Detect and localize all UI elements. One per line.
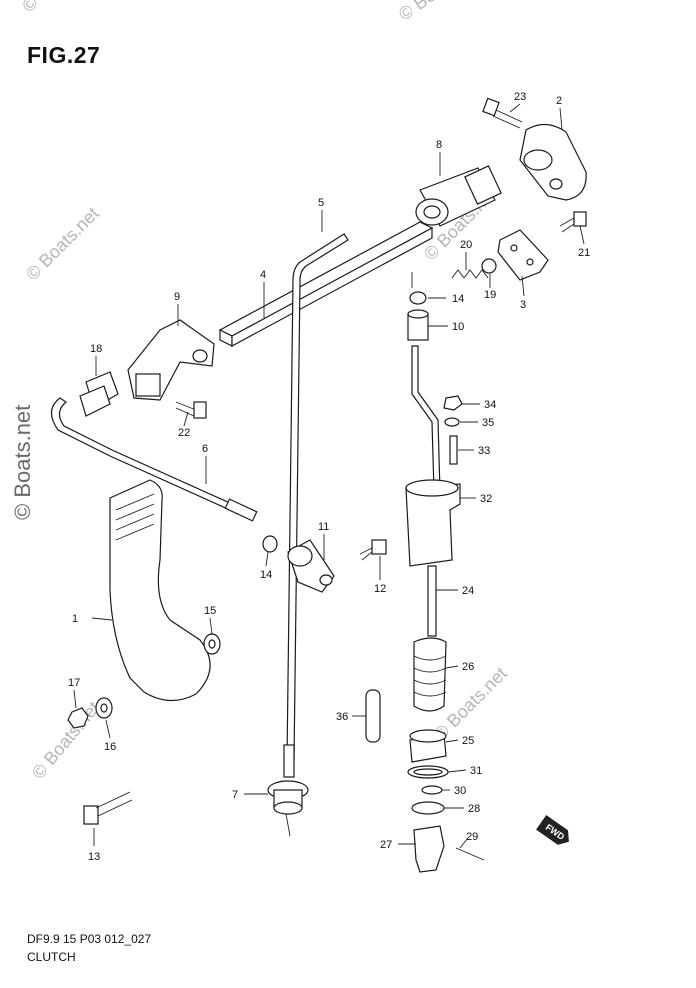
part-cam-27 bbox=[413, 825, 445, 873]
callout-34: 34 bbox=[484, 399, 496, 411]
part-clutch-handle bbox=[109, 479, 211, 702]
callout-30: 30 bbox=[454, 785, 466, 797]
part-guide-25 bbox=[409, 729, 447, 763]
callout-23: 23 bbox=[514, 91, 526, 103]
callout-33: 33 bbox=[478, 445, 490, 457]
callout-35: 35 bbox=[482, 417, 494, 429]
part-ball-19 bbox=[481, 258, 497, 274]
callout-26: 26 bbox=[462, 661, 474, 673]
callout-31: 31 bbox=[470, 765, 482, 777]
part-bolt-13 bbox=[83, 791, 133, 825]
part-washer-14-lower bbox=[262, 535, 278, 553]
part-connector-32 bbox=[405, 479, 461, 567]
part-link-rod bbox=[50, 397, 258, 522]
part-grommet bbox=[267, 780, 309, 837]
part-washer-28 bbox=[411, 801, 445, 815]
part-coupling bbox=[415, 165, 502, 227]
part-pin-36 bbox=[365, 689, 381, 743]
part-bolt-21 bbox=[559, 211, 587, 233]
oring-hole bbox=[413, 768, 443, 776]
part-bolt-12 bbox=[359, 539, 387, 561]
callout-32: 32 bbox=[480, 493, 492, 505]
part-boot-26 bbox=[413, 637, 447, 712]
callout-27: 27 bbox=[380, 839, 392, 851]
callout-10: 10 bbox=[452, 321, 464, 333]
callout-9: 9 bbox=[174, 291, 180, 303]
callout-24: 24 bbox=[462, 585, 474, 597]
callout-12: 12 bbox=[374, 583, 386, 595]
part-lever-bracket bbox=[127, 319, 215, 401]
part-bolt-22 bbox=[175, 401, 207, 419]
callout-13: 13 bbox=[88, 851, 100, 863]
part-bolt-23 bbox=[482, 97, 523, 129]
callout-14-upper: 14 bbox=[452, 293, 464, 305]
part-washer-30 bbox=[421, 785, 443, 795]
washer-hole bbox=[208, 639, 216, 649]
part-spring-20 bbox=[451, 269, 489, 279]
callout-1: 1 bbox=[72, 613, 78, 625]
part-pin-33 bbox=[449, 435, 458, 465]
callout-20: 20 bbox=[460, 239, 472, 251]
callout-36: 36 bbox=[336, 711, 348, 723]
part-shift-lever bbox=[519, 123, 587, 201]
callout-11: 11 bbox=[318, 521, 329, 533]
washer-hole bbox=[100, 703, 108, 713]
callout-8: 8 bbox=[436, 139, 442, 151]
callout-18: 18 bbox=[90, 343, 102, 355]
part-nut-17 bbox=[67, 707, 89, 729]
part-nut-34 bbox=[443, 395, 463, 411]
part-plate bbox=[497, 229, 549, 281]
callout-16: 16 bbox=[104, 741, 116, 753]
callout-6: 6 bbox=[202, 443, 208, 455]
callout-19: 19 bbox=[484, 289, 496, 301]
callout-17: 17 bbox=[68, 677, 80, 689]
callout-3: 3 bbox=[520, 299, 526, 311]
callout-29: 29 bbox=[466, 831, 478, 843]
part-washer-14-upper bbox=[409, 291, 427, 305]
part-washer-35 bbox=[444, 417, 460, 427]
figure-title: FIG.27 bbox=[27, 42, 101, 68]
part-shift-arm bbox=[287, 539, 335, 593]
callout-2: 2 bbox=[556, 95, 562, 107]
callout-22: 22 bbox=[178, 427, 190, 439]
callout-25: 25 bbox=[462, 735, 474, 747]
part-shift-shaft bbox=[218, 221, 434, 348]
callout-14-lower: 14 bbox=[260, 569, 272, 581]
part-shift-rod bbox=[283, 233, 349, 778]
part-pin-29 bbox=[455, 847, 485, 861]
callout-21: 21 bbox=[578, 247, 590, 259]
callout-7: 7 bbox=[232, 789, 238, 801]
callout-4: 4 bbox=[260, 269, 266, 281]
callout-28: 28 bbox=[468, 803, 480, 815]
figure-caption: CLUTCH bbox=[27, 950, 76, 964]
callout-leaders bbox=[73, 103, 585, 849]
figure-code: DF9.9 15 P03 012_027 bbox=[27, 932, 152, 946]
callout-15: 15 bbox=[204, 605, 216, 617]
part-clip-18 bbox=[79, 371, 119, 417]
part-bush-10 bbox=[407, 309, 429, 341]
callout-labels: 1 2 3 4 5 6 7 8 9 10 11 12 13 14 14 15 1… bbox=[68, 91, 590, 863]
callout-5: 5 bbox=[318, 197, 324, 209]
part-shift-rod-upper bbox=[411, 345, 441, 493]
part-lower-rod-24 bbox=[427, 565, 437, 637]
